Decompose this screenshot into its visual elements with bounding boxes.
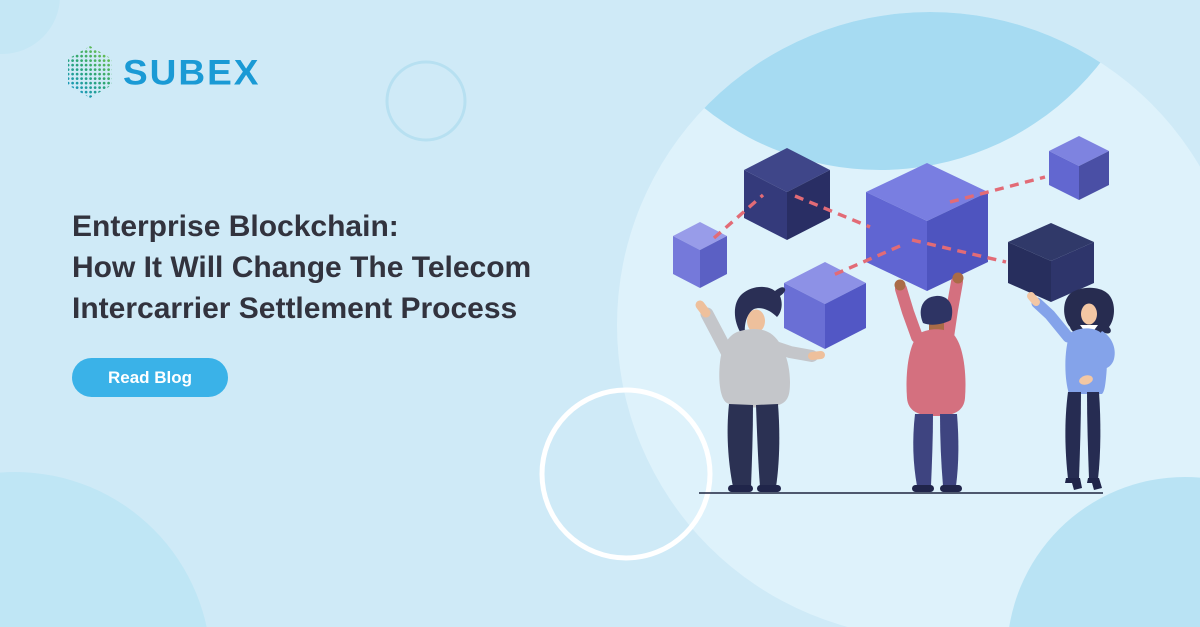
person-left [695, 286, 825, 492]
headline-line-1: Enterprise Blockchain: [72, 210, 399, 243]
cube-small-left [673, 222, 727, 288]
cube-dark-right [1008, 223, 1094, 302]
headline: Enterprise Blockchain: How It Will Chang… [72, 206, 632, 329]
person-right [1027, 287, 1115, 490]
headline-line-2: How It Will Change The Telecom [72, 251, 532, 284]
cube-large-center [866, 163, 988, 291]
brand-wordmark: SUBEX [123, 52, 261, 92]
read-blog-button[interactable]: Read Blog [72, 358, 228, 397]
hexagon-dots-icon [68, 46, 112, 98]
outline-ring [385, 60, 467, 142]
bottom-left-circle [0, 472, 207, 627]
cube-medium-lower-left [784, 262, 866, 349]
cube-small-top-right [1049, 136, 1109, 200]
blockchain-links [712, 175, 1046, 278]
bottom-right-circle [1009, 477, 1200, 627]
headline-line-3: Intercarrier Settlement Process [72, 292, 518, 325]
white-ring [539, 387, 713, 561]
subex-logo: SUBEX [66, 45, 260, 99]
person-middle [894, 272, 966, 492]
corner-circle [0, 0, 60, 54]
cube-dark-upper-left [744, 148, 830, 240]
